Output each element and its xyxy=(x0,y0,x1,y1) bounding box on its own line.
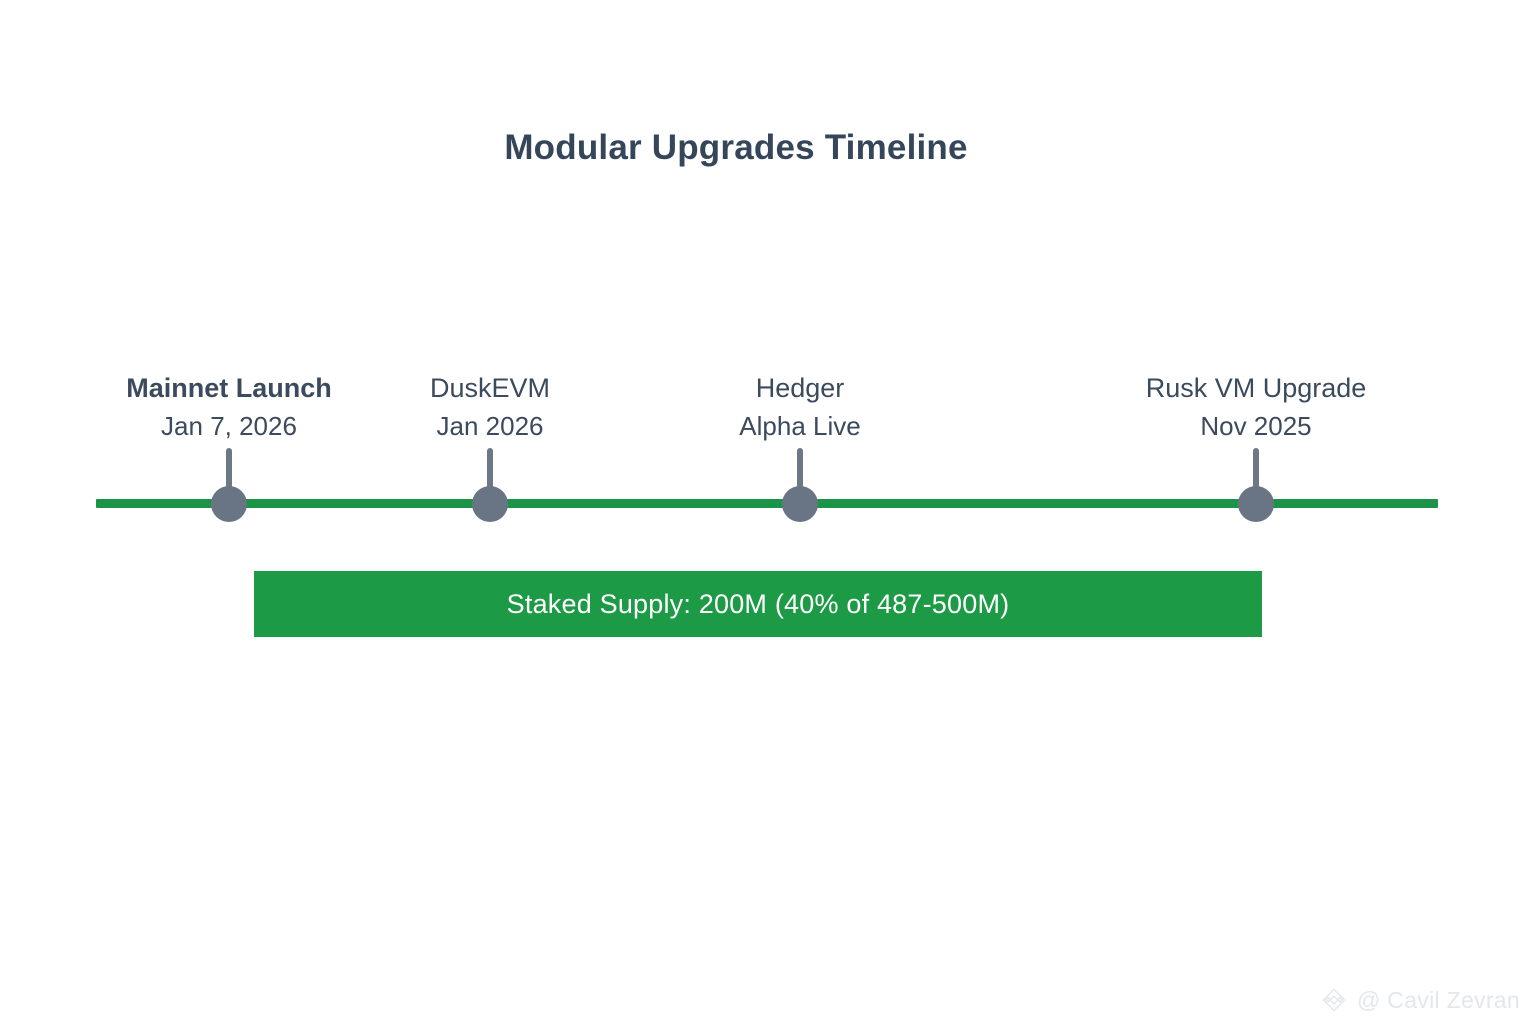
milestone-duskevm: DuskEVM Jan 2026 xyxy=(320,0,660,1024)
milestone-marker-dot[interactable] xyxy=(1238,486,1274,522)
page-title: Modular Upgrades Timeline xyxy=(504,128,968,167)
milestone-date: Alpha Live xyxy=(739,411,861,441)
milestone-label-group: Hedger Alpha Live xyxy=(630,369,970,445)
milestone-title: Mainnet Launch xyxy=(126,373,332,403)
milestone-date: Nov 2025 xyxy=(1200,411,1312,441)
milestone-title: Hedger xyxy=(755,373,845,403)
staked-supply-text: Staked Supply: 200M (40% of 487-500M) xyxy=(506,588,1010,619)
milestone-date: Jan 7, 2026 xyxy=(161,411,297,441)
milestone-marker-dot[interactable] xyxy=(211,486,247,522)
staked-supply-banner: Staked Supply: 200M (40% of 487-500M) xyxy=(254,571,1262,637)
diamond-logo-icon xyxy=(1322,988,1346,1012)
milestone-title: Rusk VM Upgrade xyxy=(1145,373,1367,403)
timeline-axis-line xyxy=(96,499,1438,508)
milestone-rusk-vm-upgrade: Rusk VM Upgrade Nov 2025 xyxy=(1086,0,1426,1024)
milestone-label-group: DuskEVM Jan 2026 xyxy=(320,369,660,445)
milestone-label-group: Rusk VM Upgrade Nov 2025 xyxy=(1086,369,1426,445)
watermark-handle: @ Cavil Zevran xyxy=(1356,986,1520,1013)
milestone-title: DuskEVM xyxy=(429,373,551,403)
milestone-mainnet-launch: Mainnet Launch Jan 7, 2026 xyxy=(59,0,399,1024)
watermark: @ Cavil Zevran xyxy=(1320,986,1520,1014)
milestone-marker-dot[interactable] xyxy=(782,486,818,522)
milestone-label-group: Mainnet Launch Jan 7, 2026 xyxy=(59,369,399,445)
milestone-marker-dot[interactable] xyxy=(472,486,508,522)
milestone-date: Jan 2026 xyxy=(436,411,544,441)
